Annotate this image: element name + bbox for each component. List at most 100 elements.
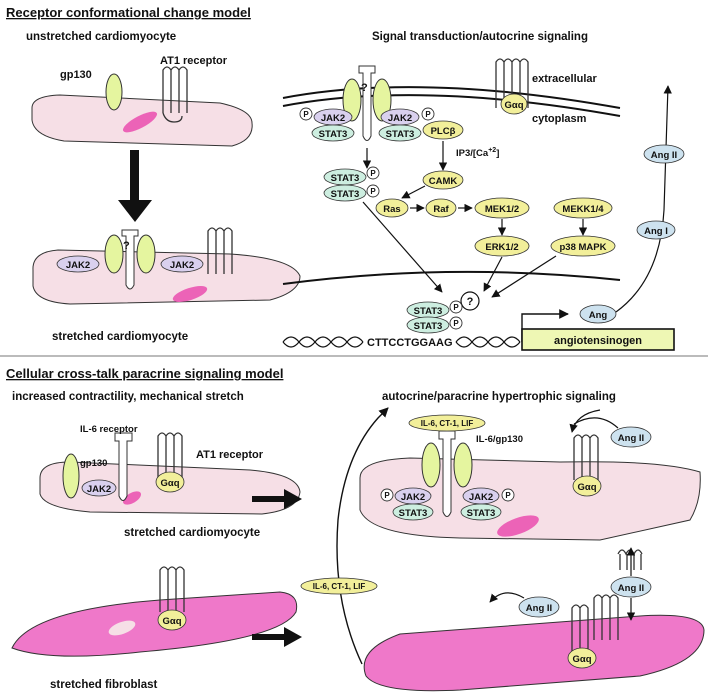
panel-bottom-title: Cellular cross-talk paracrine signaling … xyxy=(6,366,283,381)
phosphate-icon xyxy=(380,488,394,502)
stat3-dimer: STAT3 STAT3 P P xyxy=(323,166,380,202)
svg-text:STAT3: STAT3 xyxy=(331,189,360,200)
unknown-ligand-mark: ? xyxy=(123,240,130,252)
svg-text:JAK2: JAK2 xyxy=(66,260,90,271)
at1-receptor-label: AT1 receptor xyxy=(160,55,228,67)
nucleus-icon xyxy=(108,620,136,636)
nucleus-icon xyxy=(122,111,158,133)
svg-text:MEK1/2: MEK1/2 xyxy=(485,204,519,215)
extracellular-label: extracellular xyxy=(532,73,598,85)
unknown-ligand-mark: ? xyxy=(361,82,368,94)
svg-text:Ras: Ras xyxy=(383,204,400,215)
stat3-node xyxy=(311,124,355,142)
svg-text:CAMK: CAMK xyxy=(429,176,458,187)
cytokines-node xyxy=(300,577,378,595)
phosphate-icon xyxy=(421,107,435,121)
paracrine-arrow xyxy=(336,407,389,665)
at1-receptor-icon xyxy=(157,432,183,478)
nuclear-stat3-dimer: STAT3 STAT3 P P xyxy=(406,300,463,334)
svg-text:P: P xyxy=(453,319,459,328)
ang-ii-node xyxy=(610,426,652,448)
angiotensinogen-box xyxy=(521,328,675,351)
il6-receptor-icon xyxy=(114,432,133,501)
jak2-node xyxy=(160,255,204,273)
dna-sequence: CTTCCTGGAAG xyxy=(367,337,453,349)
at1-receptor-icon xyxy=(619,554,642,570)
cytokines-node xyxy=(408,414,486,432)
il6-receptor-icon xyxy=(121,229,139,290)
nucleus-icon xyxy=(122,491,142,505)
panel-top-title: Receptor conformational change model xyxy=(6,5,251,20)
phosphate-icon xyxy=(501,488,515,502)
gp130-receptor-icon xyxy=(421,442,441,488)
gp130-receptor-icon xyxy=(104,234,124,274)
at1-receptor-gpcr: Gαq xyxy=(495,58,529,115)
phosphate-icon xyxy=(366,184,380,198)
svg-text:Ang II: Ang II xyxy=(526,603,552,614)
svg-text:ERK1/2: ERK1/2 xyxy=(485,242,518,253)
svg-text:P: P xyxy=(370,169,376,178)
galphaq-node xyxy=(155,471,185,493)
stretch-arrow xyxy=(118,150,152,222)
svg-text:P: P xyxy=(505,491,511,500)
svg-text:Gαq: Gαq xyxy=(504,100,523,111)
svg-text:IL-6, CT-1, LIF: IL-6, CT-1, LIF xyxy=(421,419,474,428)
svg-text:JAK2: JAK2 xyxy=(87,484,111,495)
ang-i-node xyxy=(636,220,676,240)
unknown-factor-icon xyxy=(460,291,480,311)
stat3-node xyxy=(392,503,434,521)
svg-text:P: P xyxy=(384,491,390,500)
galphaq-node xyxy=(567,647,597,669)
stretched-cardiomyocyte-label: stretched cardiomyocyte xyxy=(124,527,260,539)
raf-node xyxy=(425,198,457,218)
erk12-node xyxy=(474,235,530,257)
svg-text:Ang II: Ang II xyxy=(618,583,644,594)
mechanical-stretch-label: increased contractility, mechanical stre… xyxy=(12,391,244,403)
svg-text:?: ? xyxy=(467,296,474,308)
svg-text:Ang II: Ang II xyxy=(651,150,677,161)
fibroblast: Gαq xyxy=(11,566,298,657)
hypertrophic-signaling-title: autocrine/paracrine hypertrophic signali… xyxy=(382,391,616,403)
signal-transduction-title: Signal transduction/autocrine signaling xyxy=(372,31,588,43)
svg-text:IL-6, CT-1, LIF: IL-6, CT-1, LIF xyxy=(313,582,366,591)
ang-ii-node xyxy=(518,596,560,618)
ang-ii-node xyxy=(610,576,652,598)
ang-ii-node xyxy=(643,144,685,164)
gp130-complex: ? JAK2 JAK2 STAT3 STAT3 P P xyxy=(299,65,435,142)
ip3-ca-label: IP3/[Ca+2] xyxy=(456,147,499,159)
at1-receptor-icon xyxy=(573,434,599,480)
at1-receptor-icon xyxy=(593,594,619,640)
svg-text:Raf: Raf xyxy=(433,204,449,215)
at1-receptor-icon xyxy=(495,58,529,108)
angiotensinogen-label: angiotensinogen xyxy=(554,335,642,347)
il6-receptor-icon xyxy=(358,65,376,141)
camk-node xyxy=(422,170,464,190)
mek12-node xyxy=(474,197,530,219)
dna-helix xyxy=(282,336,521,348)
transition-arrow xyxy=(252,627,302,647)
nucleus-icon xyxy=(172,286,208,302)
unstretched-cell xyxy=(31,66,253,147)
stretched-cardiomyocyte-label: stretched cardiomyocyte xyxy=(52,331,188,343)
unstretched-cardiomyocyte-label: unstretched cardiomyocyte xyxy=(26,31,176,43)
nucleus-icon xyxy=(497,515,539,537)
jak2-node xyxy=(56,255,100,273)
svg-text:JAK2: JAK2 xyxy=(170,260,194,271)
svg-text:P: P xyxy=(453,303,459,312)
stat3-node xyxy=(460,503,502,521)
stretched-cell: ? JAK2 JAK2 xyxy=(32,227,301,305)
svg-text:JAK2: JAK2 xyxy=(321,113,345,124)
svg-text:PLCβ: PLCβ xyxy=(431,126,456,137)
at1-receptor-label: AT1 receptor xyxy=(196,449,264,461)
at1-receptor-icon xyxy=(162,66,188,113)
phosphate-icon xyxy=(449,300,463,314)
galphaq-node xyxy=(572,475,602,497)
svg-text:STAT3: STAT3 xyxy=(319,129,348,140)
stat3-node xyxy=(378,124,422,142)
svg-text:STAT3: STAT3 xyxy=(386,129,415,140)
svg-text:P: P xyxy=(303,110,309,119)
transition-arrow xyxy=(252,489,302,509)
svg-text:Gαq: Gαq xyxy=(160,478,179,489)
svg-text:JAK2: JAK2 xyxy=(469,492,493,503)
